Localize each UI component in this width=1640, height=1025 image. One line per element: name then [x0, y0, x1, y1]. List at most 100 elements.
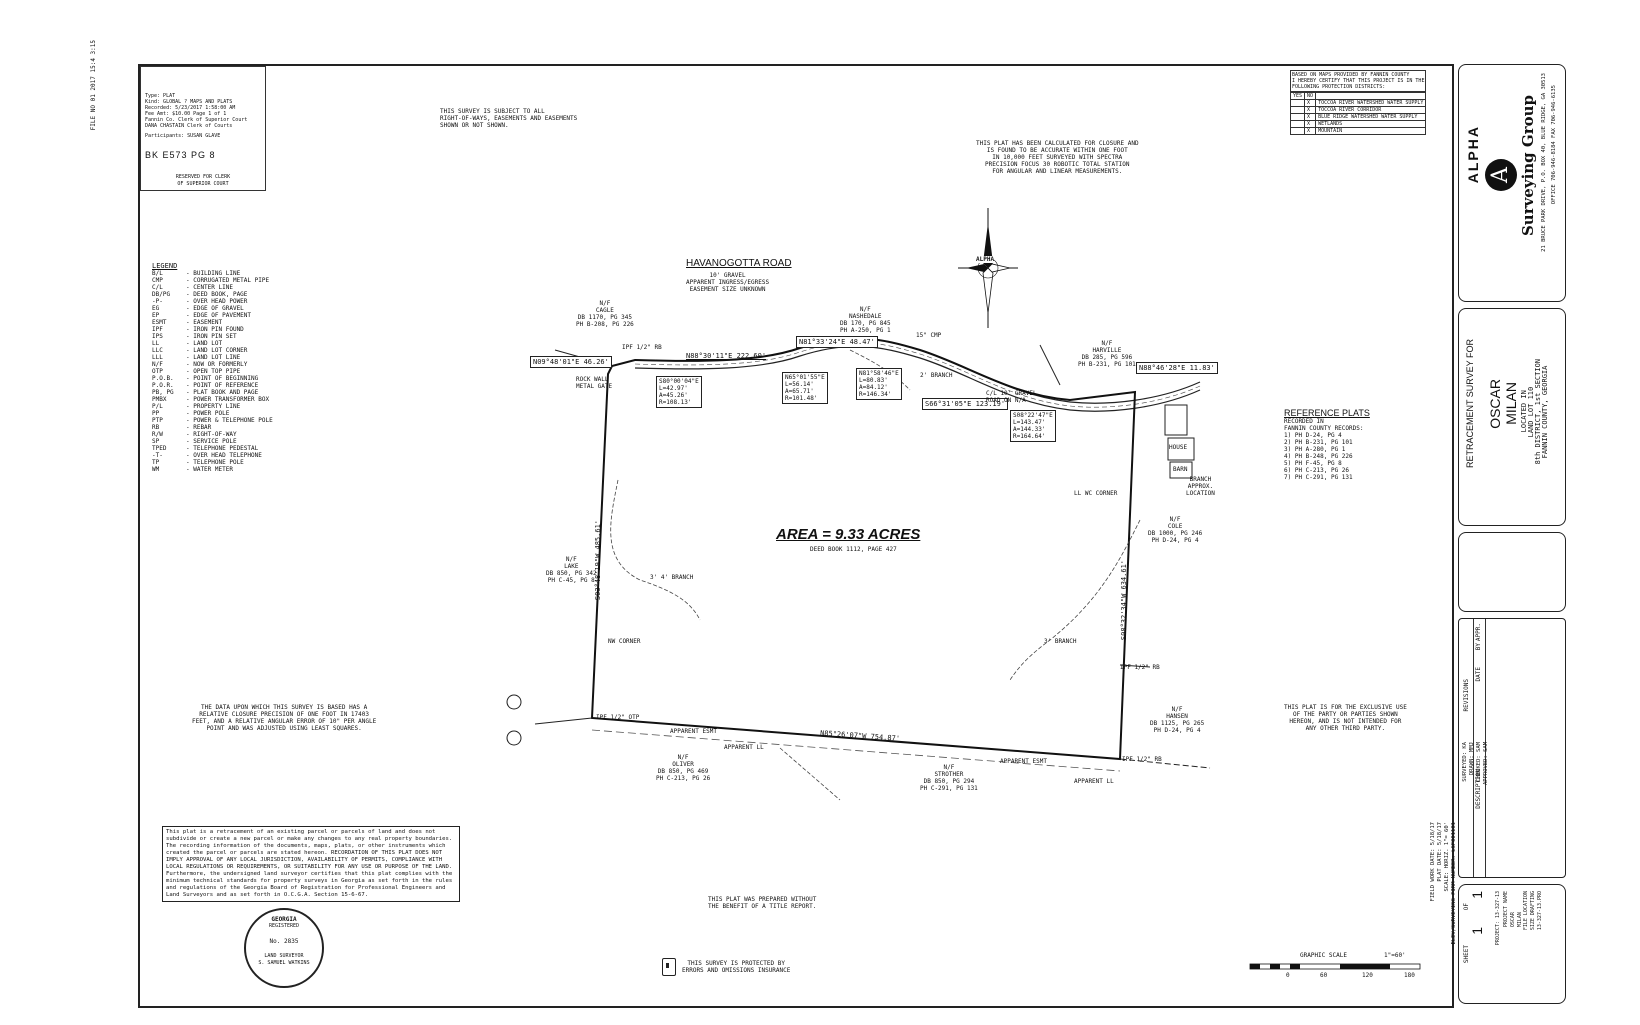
plat-details: FIELD WORK DATE: 5/18/17 PLAT DATE: 5/18… [1430, 820, 1460, 1010]
scale-title: GRAPHIC SCALE [1300, 952, 1347, 959]
legend-meaning: - NOW OR FORMERLY [186, 361, 248, 368]
blank-block [1458, 532, 1566, 612]
reference-item: 1) PH D-24, PG 4 [1284, 432, 1342, 439]
insurance-text: THIS SURVEY IS PROTECTED BY ERRORS AND O… [682, 960, 791, 974]
legend-row: IPF- IRON PIN FOUND [152, 326, 273, 333]
legend-meaning: - POWER TRANSFORMER BOX [186, 396, 270, 403]
legend-meaning: - POINT OF REFERENCE [186, 382, 259, 389]
branch-location-label: BRANCH APPROX. LOCATION [1186, 476, 1215, 497]
deed-ref: DEED BOOK 1112, PAGE 427 [810, 546, 897, 553]
revisions-block: REVISIONS APPR. BY DATE DESCRIPTION [1458, 618, 1566, 878]
owner-label: N/F STROTHER DB 850, PG 294 PH C-291, PG… [920, 764, 978, 792]
legend-meaning: - OVER HEAD POWER [186, 298, 248, 305]
apparent-ll-label: APPARENT LL [1074, 778, 1114, 785]
legend-row: OTP- OPEN TOP PIPE [152, 368, 273, 375]
pl-stub [1119, 664, 1151, 668]
road-edge-south [634, 345, 1201, 412]
protection-cell: X [1304, 106, 1317, 114]
legend-meaning: - LAND LOT CORNER [186, 347, 248, 354]
ipf-label: IPF 1/2" OTP [596, 714, 640, 721]
legend-abbrev: N/F [152, 361, 163, 368]
lock-icon [662, 958, 676, 976]
owner-label: N/F NASHEDALE DB 170, PG 845 PH A-250, P… [840, 306, 891, 334]
scale-tick: 0 [1286, 972, 1290, 979]
surveyor-seal: GEORGIA REGISTERED No. 2835 LAND SURVEYO… [244, 908, 324, 988]
legend-row: P/L- PROPERTY LINE [152, 403, 273, 410]
branch-west [610, 479, 701, 621]
legend-abbrev: EG [152, 305, 160, 312]
revision-col: DATE [1475, 667, 1482, 682]
owner-label: N/F COLE DB 1000, PG 246 PH D-24, PG 4 [1148, 516, 1203, 544]
legend-row: ESMT- EASEMENT [152, 319, 273, 326]
revision-col: BY [1475, 643, 1482, 651]
detail-line: FIELD WORK DATE: 5/18/17 [1430, 822, 1436, 902]
legend-abbrev: PTP [152, 417, 163, 424]
legend-row: PP- POWER POLE [152, 410, 273, 417]
easement-line [591, 729, 1121, 772]
legend-abbrev: OTP [152, 368, 163, 375]
protection-cell [1289, 99, 1306, 107]
insurance-stamp: THIS SURVEY IS PROTECTED BY ERRORS AND O… [662, 958, 790, 976]
legend-title: LEGEND [152, 262, 178, 270]
curve-data: S08°22'47"E L=143.47' A=144.33' R=164.64… [1010, 410, 1056, 442]
legend-abbrev: PP [152, 410, 160, 417]
sheet-number: 1 [1469, 927, 1485, 935]
owner-label: N/F HARVILLE DB 285, PG 596 PH B-231, PG… [1078, 340, 1136, 368]
legend-abbrev: EP [152, 312, 160, 319]
legend-meaning: - CORRUGATED METAL PIPE [186, 277, 270, 284]
seal-name: S. SAMUEL WATKINS [258, 960, 310, 966]
owner-label: N/F HANSEN DB 1125, PG 265 PH D-24, PG 4 [1150, 706, 1205, 734]
legend-row: RB- REBAR [152, 424, 273, 431]
legend-abbrev: P.O.R. [152, 382, 174, 389]
bearing-label: N09°48'01"E 46.26' [530, 356, 612, 368]
legend-row: LLC- LAND LOT CORNER [152, 347, 273, 354]
legend-abbrev: -P- [152, 298, 163, 305]
reference-item: 5) PH F-45, PG 8 [1284, 460, 1342, 467]
legend-row: P.O.B.- POINT OF BEGINNING [152, 375, 273, 382]
protection-cell: TOCCOA RIVER WATERSHED WATER SUPPLY [1315, 99, 1427, 107]
legend-row: EP- EDGE OF PAVEMENT [152, 312, 273, 319]
legend-row: DB/PG- DEED BOOK, PAGE [152, 291, 273, 298]
credit-line: CHECKED: SAM [1476, 742, 1482, 782]
drawing-frame [138, 64, 1454, 1008]
curve-data: S80°00'04"E L=42.97' A=45.26' R=108.13' [656, 376, 702, 408]
credit-line: APPROVED: SAM [1483, 742, 1489, 786]
recording-line: Fannin Co. Clerk of Superior Court [145, 117, 248, 123]
owner-label: N/F CAGLE DB 1170, PG 345 PH B-208, PG 2… [576, 300, 634, 328]
bearing-label: S08°32'34"W 634.61' [1120, 560, 1128, 641]
area-label: AREA = 9.33 ACRES [776, 526, 921, 543]
client-block: RETRACEMENT SURVEY FOR OSCAR MILAN LOCAT… [1458, 308, 1566, 526]
curve-data: N81°58'46"E L=80.83' A=84.12' R=146.34' [856, 368, 902, 400]
protection-cell: X [1304, 99, 1317, 107]
seal-number: No. 2835 [269, 938, 299, 945]
protection-cell: YES [1289, 92, 1306, 100]
pl-north [1039, 344, 1061, 386]
book-page: BK E573 PG 8 [145, 150, 216, 160]
legend-meaning: - PLAT BOOK AND PAGE [186, 389, 259, 396]
bearing-label: N88°30'11"E 222.60' [686, 352, 767, 360]
legend-meaning: - TELEPHONE POLE [186, 459, 244, 466]
apparent-esmt-label: APPARENT ESMT [670, 728, 717, 735]
recording-line: DANA CHASTAIN Clerk of Courts [145, 123, 233, 129]
legend-abbrev: LLL [152, 354, 163, 361]
sheet-total: 1 [1469, 891, 1485, 899]
legend-meaning: - EDGE OF GRAVEL [186, 305, 244, 312]
protection-cell: TOCCOA RIVER CORRIDOR [1315, 106, 1427, 114]
scale-tick: 120 [1362, 972, 1373, 979]
recording-line: Kind: GLOBAL ? MAPS AND PLATS [145, 99, 233, 105]
sheet-label: SHEET [1463, 945, 1470, 964]
protection-districts: BASED ON MAPS PROVIDED BY FANNIN COUNTY … [1289, 70, 1427, 135]
scale-ratio: 1"=60' [1384, 952, 1406, 959]
legend-abbrev: IPS [152, 333, 163, 340]
legend-row: EG - EDGE OF GRAVEL [152, 305, 273, 312]
legend-row: C/L- CENTER LINE [152, 284, 273, 291]
scale-tick: 60 [1320, 972, 1328, 979]
adjacent-line-east [1119, 758, 1211, 769]
legend-row: IPS- IRON PIN SET [152, 333, 273, 340]
title-block: ALPHA A Surveying Group 21 BRUCE PARK DR… [1458, 64, 1566, 1008]
legend-row: PTP- POWER & TELEPHONE POLE [152, 417, 273, 424]
